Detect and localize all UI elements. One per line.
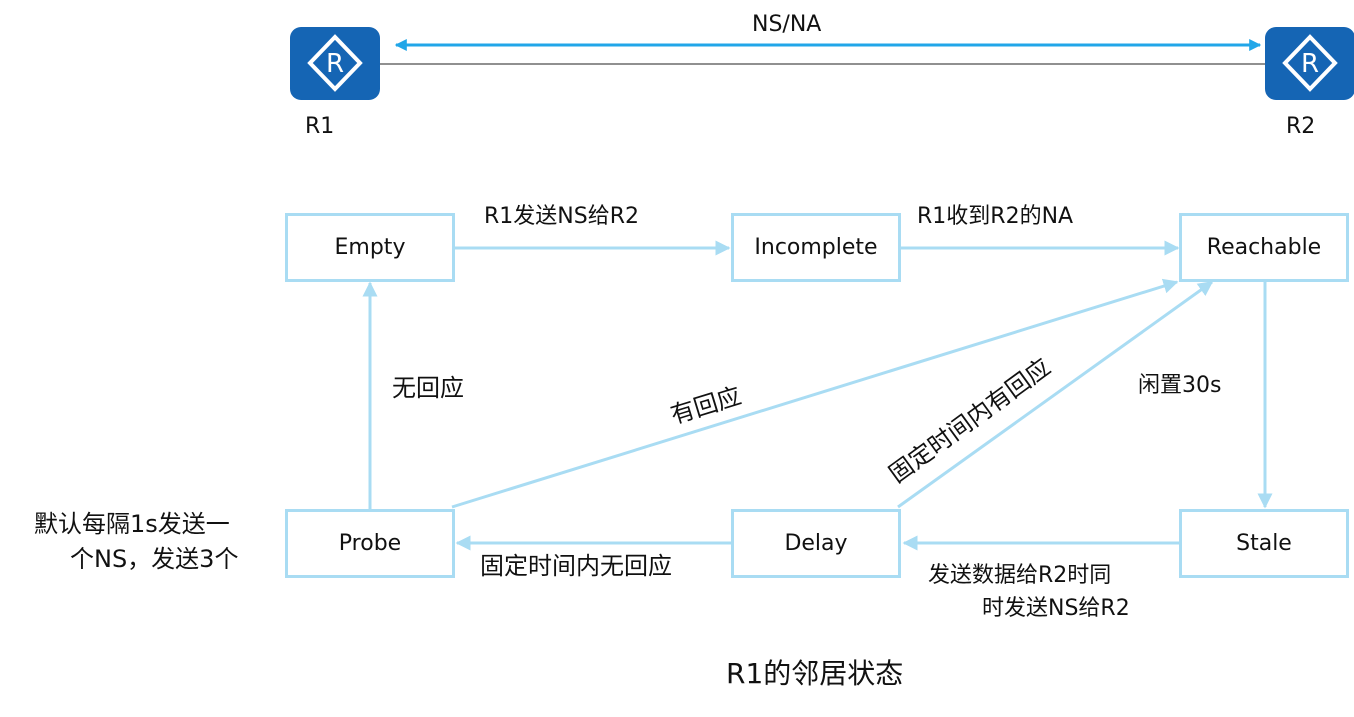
router-right-label: R2 [1286,114,1316,139]
state-reachable: Reachable [1179,213,1349,282]
state-delay: Delay [731,509,901,578]
probe-note-line2: 个NS，发送3个 [70,545,239,573]
router-icon: R [1265,27,1354,100]
diagram-caption: R1的邻居状态 [726,657,904,690]
label-reachable-stale: 闲置30s [1138,373,1222,398]
state-probe: Probe [285,509,455,578]
label-empty-incomplete: R1发送NS给R2 [484,204,639,229]
label-incomplete-reachable: R1收到R2的NA [917,204,1074,229]
label-stale-delay-line1: 发送数据给R2时同 [928,563,1112,588]
state-stale: Stale [1179,509,1349,578]
arrow-probe-reachable [451,278,1179,509]
link-label: NS/NA [752,12,822,37]
state-incomplete: Incomplete [731,213,901,282]
probe-note-line1: 默认每隔1s发送一 [34,510,230,538]
arrow-delay-reachable [897,280,1214,509]
router-glyph: R [1301,49,1319,79]
label-probe-empty: 无回应 [392,374,464,402]
router-icon: R [290,27,380,100]
label-stale-delay-line2: 时发送NS给R2 [982,596,1130,621]
state-empty: Empty [285,213,455,282]
router-left-label: R1 [305,114,335,139]
label-delay-probe: 固定时间内无回应 [480,552,672,580]
router-glyph: R [326,49,344,79]
